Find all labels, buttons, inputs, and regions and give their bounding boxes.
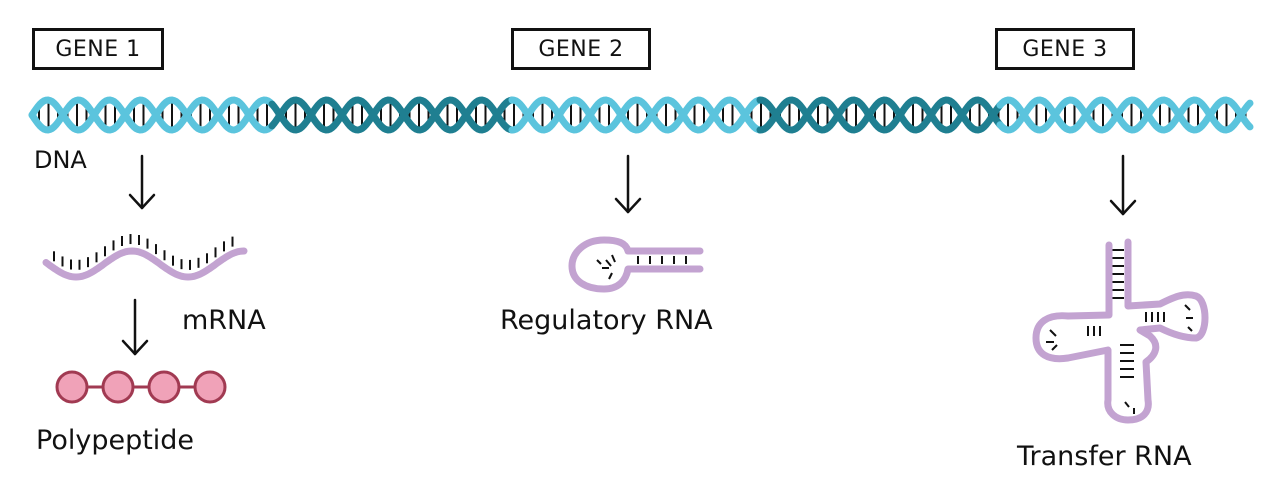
trna-loop-base [1124,401,1130,408]
regulatory-rna-backbone [568,236,704,293]
mrna-label: mRNA [182,305,266,336]
trna-loop-base [1187,326,1193,332]
mrna-backbone [42,247,248,281]
dna-intergenic-strand [268,96,516,134]
dna-gene-strand [508,96,764,134]
dna-gene-strand [28,96,276,134]
gene-3-label: GENE 3 [995,28,1135,70]
arrow-dna-to-regulatory-rna [614,154,642,214]
amino-acid [147,370,181,404]
arrow-dna-to-transfer-rna-head [1109,199,1137,216]
amino-acid [101,370,135,404]
gene-1-label: GENE 1 [32,28,164,70]
regulatory-rna-base [611,254,616,263]
transfer-rna [1032,238,1209,424]
regulatory-rna [568,236,704,293]
arrow-dna-to-mrna-head [128,193,156,210]
trna-backbone [1032,238,1209,424]
regulatory-rna-base [605,259,612,267]
dna-gene-strand [28,96,276,134]
transfer-rna-label: Transfer RNA [1017,441,1192,472]
arrow-mrna-to-polypeptide [121,298,149,356]
arrow-dna-to-transfer-rna [1109,154,1137,216]
dna-gene-strand [508,96,764,134]
dna-helix [28,96,1254,134]
trna-loop-base [1184,304,1191,311]
polypeptide-chain [55,370,227,404]
amino-acid [193,370,227,404]
trna-loop-base [1049,329,1057,337]
polypeptide-label: Polypeptide [36,425,195,456]
mrna-strand [42,234,248,281]
regulatory-rna-base [608,272,613,280]
gene-2-label: GENE 2 [511,28,651,70]
regulatory-rna-base [596,259,602,265]
amino-acid [55,370,89,404]
arrow-mrna-to-polypeptide-head [121,339,149,356]
trna-loop-base [1051,344,1058,351]
arrow-dna-to-regulatory-rna-head [614,197,642,214]
dna-intergenic-strand [756,96,1004,134]
dna-gene-strand [996,96,1254,134]
dna-label: DNA [34,146,87,174]
regulatory-rna-label: Regulatory RNA [500,305,713,336]
arrow-dna-to-mrna [128,154,156,210]
